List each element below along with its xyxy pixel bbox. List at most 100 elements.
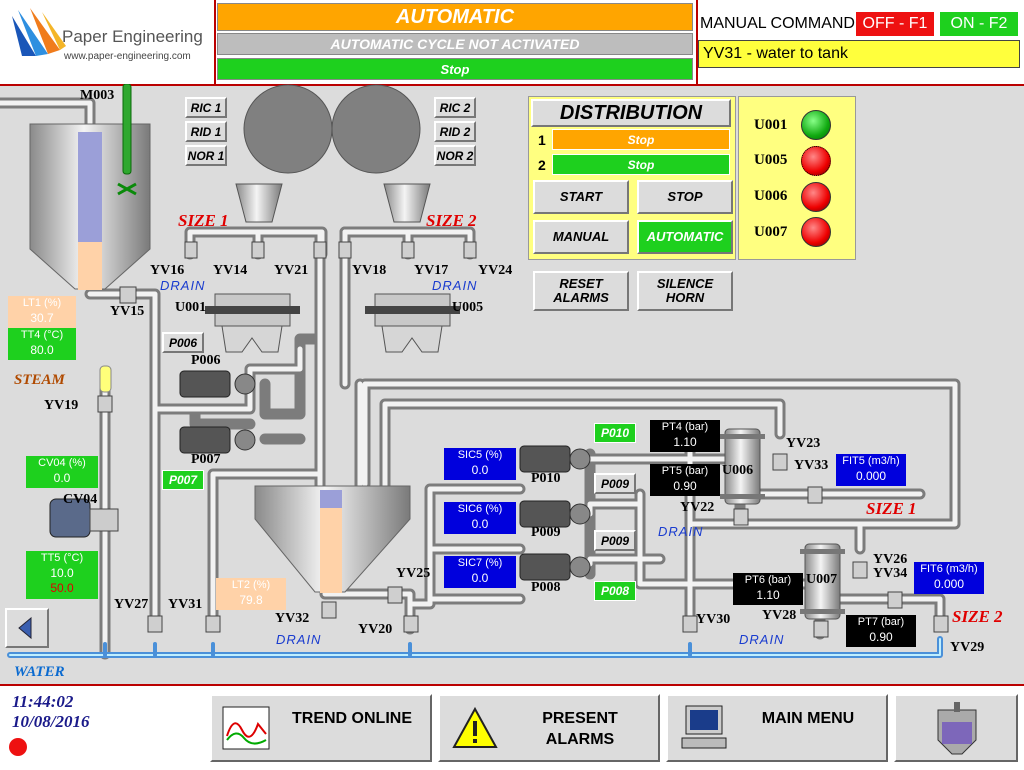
unit-u006-label: U006 [754, 188, 788, 204]
tt5-indicator: TT5 (°C) 10.0 50.0 [26, 551, 98, 599]
unit-u006-red-light-icon [801, 182, 831, 212]
paper-engineering-logo-icon [12, 8, 66, 56]
tank-icon [937, 702, 977, 755]
label-u005: U005 [452, 300, 484, 315]
drain-label-5: DRAIN [739, 632, 785, 647]
tt4-value: 80.0 [30, 343, 54, 357]
silence-horn-button[interactable]: SILENCE HORN [637, 271, 733, 311]
sic5-label: SIC5 (%) [457, 449, 503, 461]
pt5-label: PT5 (bar) [661, 465, 709, 477]
label-yv24: YV24 [478, 263, 513, 278]
ric1-button[interactable]: RIC 1 [185, 97, 227, 118]
unit-u007-red-light-icon [801, 217, 831, 247]
lt2-indicator: LT2 (%) 79.8 [216, 578, 286, 610]
lt1-value: 30.7 [30, 311, 54, 325]
size2-label-top: SIZE 2 [426, 211, 477, 230]
line-1-label: 1 [538, 132, 546, 148]
label-water: WATER [14, 664, 65, 680]
lt1-indicator: LT1 (%) 30.7 [8, 296, 76, 328]
p007-button[interactable]: P007 [162, 470, 204, 490]
automatic-button[interactable]: AUTOMATIC [637, 220, 733, 254]
pt7-value: 0.90 [869, 630, 893, 644]
size2-label-right: SIZE 2 [952, 607, 1003, 626]
label-m003: M003 [80, 88, 115, 103]
off-f1-button[interactable]: OFF - F1 [856, 12, 934, 36]
filter-u006 [720, 428, 765, 505]
label-yv33: YV33 [794, 458, 829, 473]
pt5-indicator: PT5 (bar) 0.90 [650, 464, 720, 496]
label-yv34: YV34 [873, 566, 908, 581]
label-yv19: YV19 [44, 398, 79, 413]
present-alarms-label: PRESENT ALARMS [542, 710, 618, 748]
sic5-indicator: SIC5 (%) 0.0 [444, 448, 516, 480]
plant-overview-button[interactable] [894, 694, 1018, 762]
label-yv28: YV28 [762, 608, 797, 623]
unit-u005-label: U005 [754, 152, 788, 168]
stop-button[interactable]: STOP [637, 180, 733, 214]
label-u006: U006 [722, 463, 754, 478]
reset-alarms-button[interactable]: RESET ALARMS [533, 271, 629, 311]
label-yv29: YV29 [950, 640, 985, 655]
label-p007: P007 [191, 452, 221, 467]
p008-button[interactable]: P008 [594, 581, 636, 601]
logo-url: www.paper-engineering.com [64, 51, 191, 62]
label-yv25: YV25 [396, 566, 431, 581]
trend-chart-icon [222, 706, 270, 750]
label-yv32: YV32 [275, 611, 310, 626]
label-p006: P006 [191, 353, 221, 368]
pt4-label: PT4 (bar) [661, 421, 709, 433]
refiner-u005 [365, 293, 460, 353]
unit-u001-green-light-icon [801, 110, 831, 140]
p010-button[interactable]: P010 [594, 423, 636, 443]
control-valve-cv04 [49, 498, 119, 538]
rid1-button[interactable]: RID 1 [185, 121, 227, 142]
ric2-button[interactable]: RIC 2 [434, 97, 476, 118]
back-arrow-button[interactable] [5, 608, 49, 648]
cv04-indicator: CV04 (%) 0.0 [26, 456, 98, 488]
line-2-label: 2 [538, 157, 546, 173]
sic6-indicator: SIC6 (%) 0.0 [444, 502, 516, 534]
label-yv30: YV30 [696, 612, 731, 627]
p006-button[interactable]: P006 [162, 332, 204, 353]
lt2-value: 79.8 [239, 593, 263, 607]
trend-online-button[interactable]: TREND ONLINE [210, 694, 432, 762]
pt5-value: 0.90 [673, 479, 697, 493]
refiner-u001 [205, 293, 300, 353]
label-yv23: YV23 [786, 436, 821, 451]
trend-online-label: TREND ONLINE [292, 710, 412, 727]
p009-button-a[interactable]: P009 [594, 473, 636, 494]
silo-m003 [29, 84, 151, 290]
process-diagram [0, 84, 961, 660]
header: Paper Engineering www.paper-engineering.… [0, 0, 1024, 86]
label-yv21: YV21 [274, 263, 309, 278]
main-menu-button[interactable]: MAIN MENU [666, 694, 888, 762]
unit-u005-red-light-icon [801, 146, 831, 176]
unit-u007-label: U007 [754, 224, 788, 240]
label-yv31: YV31 [168, 597, 203, 612]
tt4-indicator: TT4 (°C) 80.0 [8, 328, 76, 360]
fit6-label: FIT6 (m3/h) [920, 563, 978, 575]
label-u007: U007 [806, 572, 838, 587]
label-p009: P009 [531, 525, 561, 540]
fit5-label: FIT5 (m3/h) [842, 455, 900, 467]
clock-time: 11:44:02 [12, 692, 74, 711]
label-steam: STEAM [14, 372, 65, 388]
warning-icon [452, 706, 498, 748]
pt7-indicator: PT7 (bar) 0.90 [846, 615, 916, 647]
present-alarms-button[interactable]: PRESENT ALARMS [438, 694, 660, 762]
start-button[interactable]: START [533, 180, 629, 214]
units-panel [738, 96, 856, 260]
fit5-value: 0.000 [855, 469, 887, 483]
rid2-button[interactable]: RID 2 [434, 121, 476, 142]
on-f2-button[interactable]: ON - F2 [940, 12, 1018, 36]
manual-button[interactable]: MANUAL [533, 220, 629, 254]
pt4-indicator: PT4 (bar) 1.10 [650, 420, 720, 452]
cycle-status: AUTOMATIC CYCLE NOT ACTIVATED [217, 33, 693, 55]
logo-name: Paper Engineering [62, 27, 203, 46]
nor2-button[interactable]: NOR 2 [434, 145, 476, 166]
nor1-button[interactable]: NOR 1 [185, 145, 227, 166]
label-cv04: CV04 [63, 492, 98, 507]
pt7-label: PT7 (bar) [857, 616, 905, 628]
p009-button-b[interactable]: P009 [594, 530, 636, 551]
selected-item-display: YV31 - water to tank [698, 40, 1020, 68]
